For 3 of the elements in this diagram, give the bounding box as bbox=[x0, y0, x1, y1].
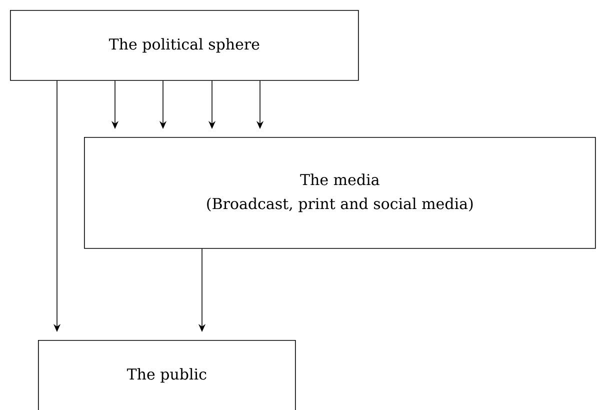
text-box: The public bbox=[38, 340, 296, 410]
text-box: The media (Broadcast, print and social media) bbox=[84, 137, 596, 249]
text-box: The political sphere bbox=[10, 10, 359, 81]
